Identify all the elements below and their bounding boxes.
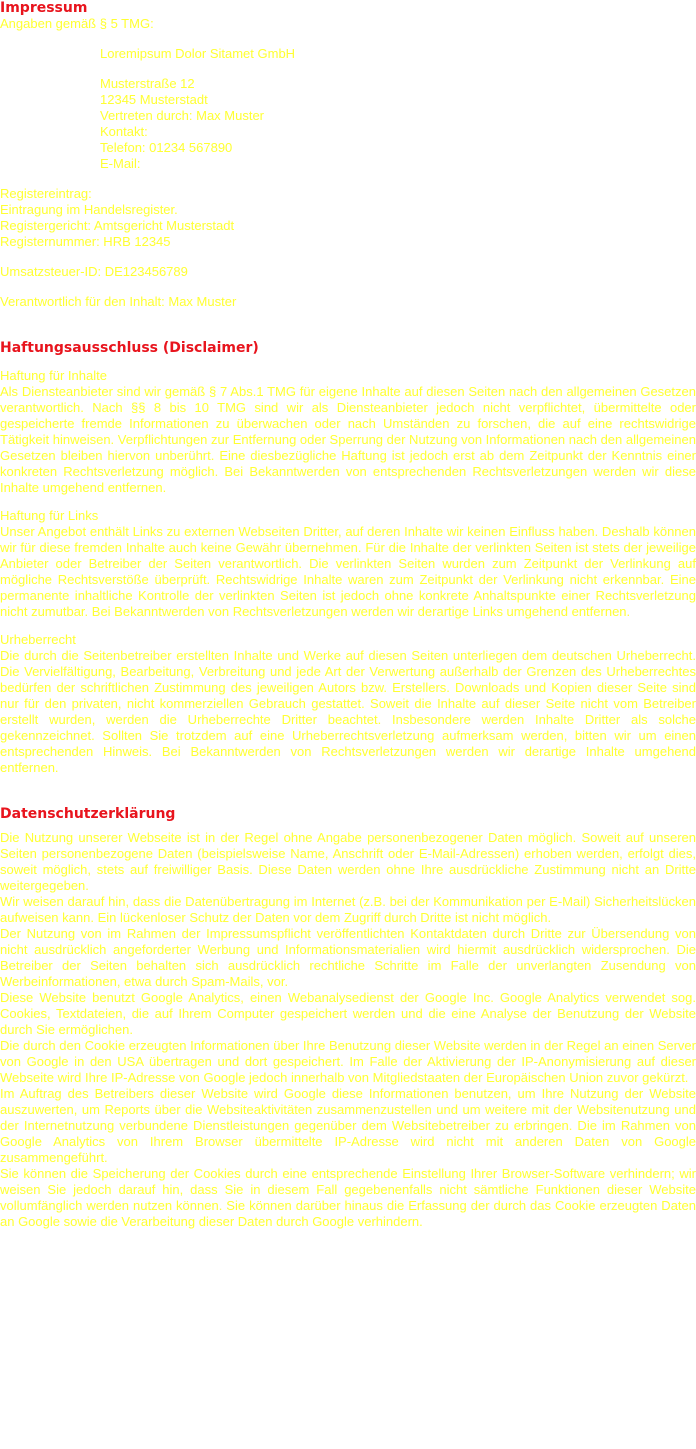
disclaimer-section: Haftungsausschluss (Disclaimer) Haftung … [0,340,696,776]
register-line: Eintragung im Handelsregister. [0,202,178,217]
disclaimer-subsection: Haftung für Inhalte Als Diensteanbieter … [0,368,696,496]
disclaimer-heading: Haftungsausschluss (Disclaimer) [0,340,259,356]
privacy-paragraph: Diese Website benutzt Google Analytics, … [0,990,696,1037]
privacy-paragraph: Wir weisen darauf hin, dass die Datenübe… [0,894,696,925]
address-line: Loremipsum Dolor Sitamet GmbH [100,46,296,61]
subsection-title: Haftung für Links [0,508,99,523]
vat-id: Umsatzsteuer-ID: DE123456789 [0,264,188,279]
responsible-person: Verantwortlich für den Inhalt: Max Muste… [0,294,237,309]
address-line: Musterstraße 12 [100,76,195,91]
address-line: Telefon: 01234 567890 [100,140,233,155]
privacy-paragraph: Die durch den Cookie erzeugten Informati… [0,1038,696,1085]
privacy-paragraph: Im Auftrag des Betreibers dieser Website… [0,1086,696,1165]
privacy-heading: Datenschutzerklärung [0,806,176,822]
disclaimer-subsection: Urheberrecht Die durch die Seitenbetreib… [0,632,696,776]
address-line: Kontakt: [100,124,148,139]
disclaimer-subsection: Haftung für Links Unser Angebot enthält … [0,508,696,620]
subsection-title: Haftung für Inhalte [0,368,107,383]
imprint-section: Impressum Angaben gemäß § 5 TMG: Loremip… [0,0,696,310]
register-line: Registernummer: HRB 12345 [0,234,171,249]
subsection-text: Als Diensteanbieter sind wir gemäß § 7 A… [0,384,696,495]
address-line: Vertreten durch: Max Muster [100,108,265,123]
privacy-paragraph: Sie können die Speicherung der Cookies d… [0,1166,696,1229]
privacy-paragraph: Der Nutzung von im Rahmen der Impressums… [0,926,696,989]
address-line: 12345 Musterstadt [100,92,208,107]
imprint-intro: Angaben gemäß § 5 TMG: [0,16,154,31]
privacy-section: Datenschutzerklärung Die Nutzung unserer… [0,806,696,1230]
imprint-heading: Impressum [0,0,88,16]
register-line: Registereintrag: [0,186,92,201]
subsection-title: Urheberrecht [0,632,76,647]
privacy-paragraph: Die Nutzung unserer Webseite ist in der … [0,830,696,893]
subsection-text: Die durch die Seitenbetreiber erstellten… [0,648,696,775]
subsection-text: Unser Angebot enthält Links zu externen … [0,524,696,619]
address-line: E-Mail: [100,156,141,171]
register-line: Registergericht: Amtsgericht Musterstadt [0,218,235,233]
